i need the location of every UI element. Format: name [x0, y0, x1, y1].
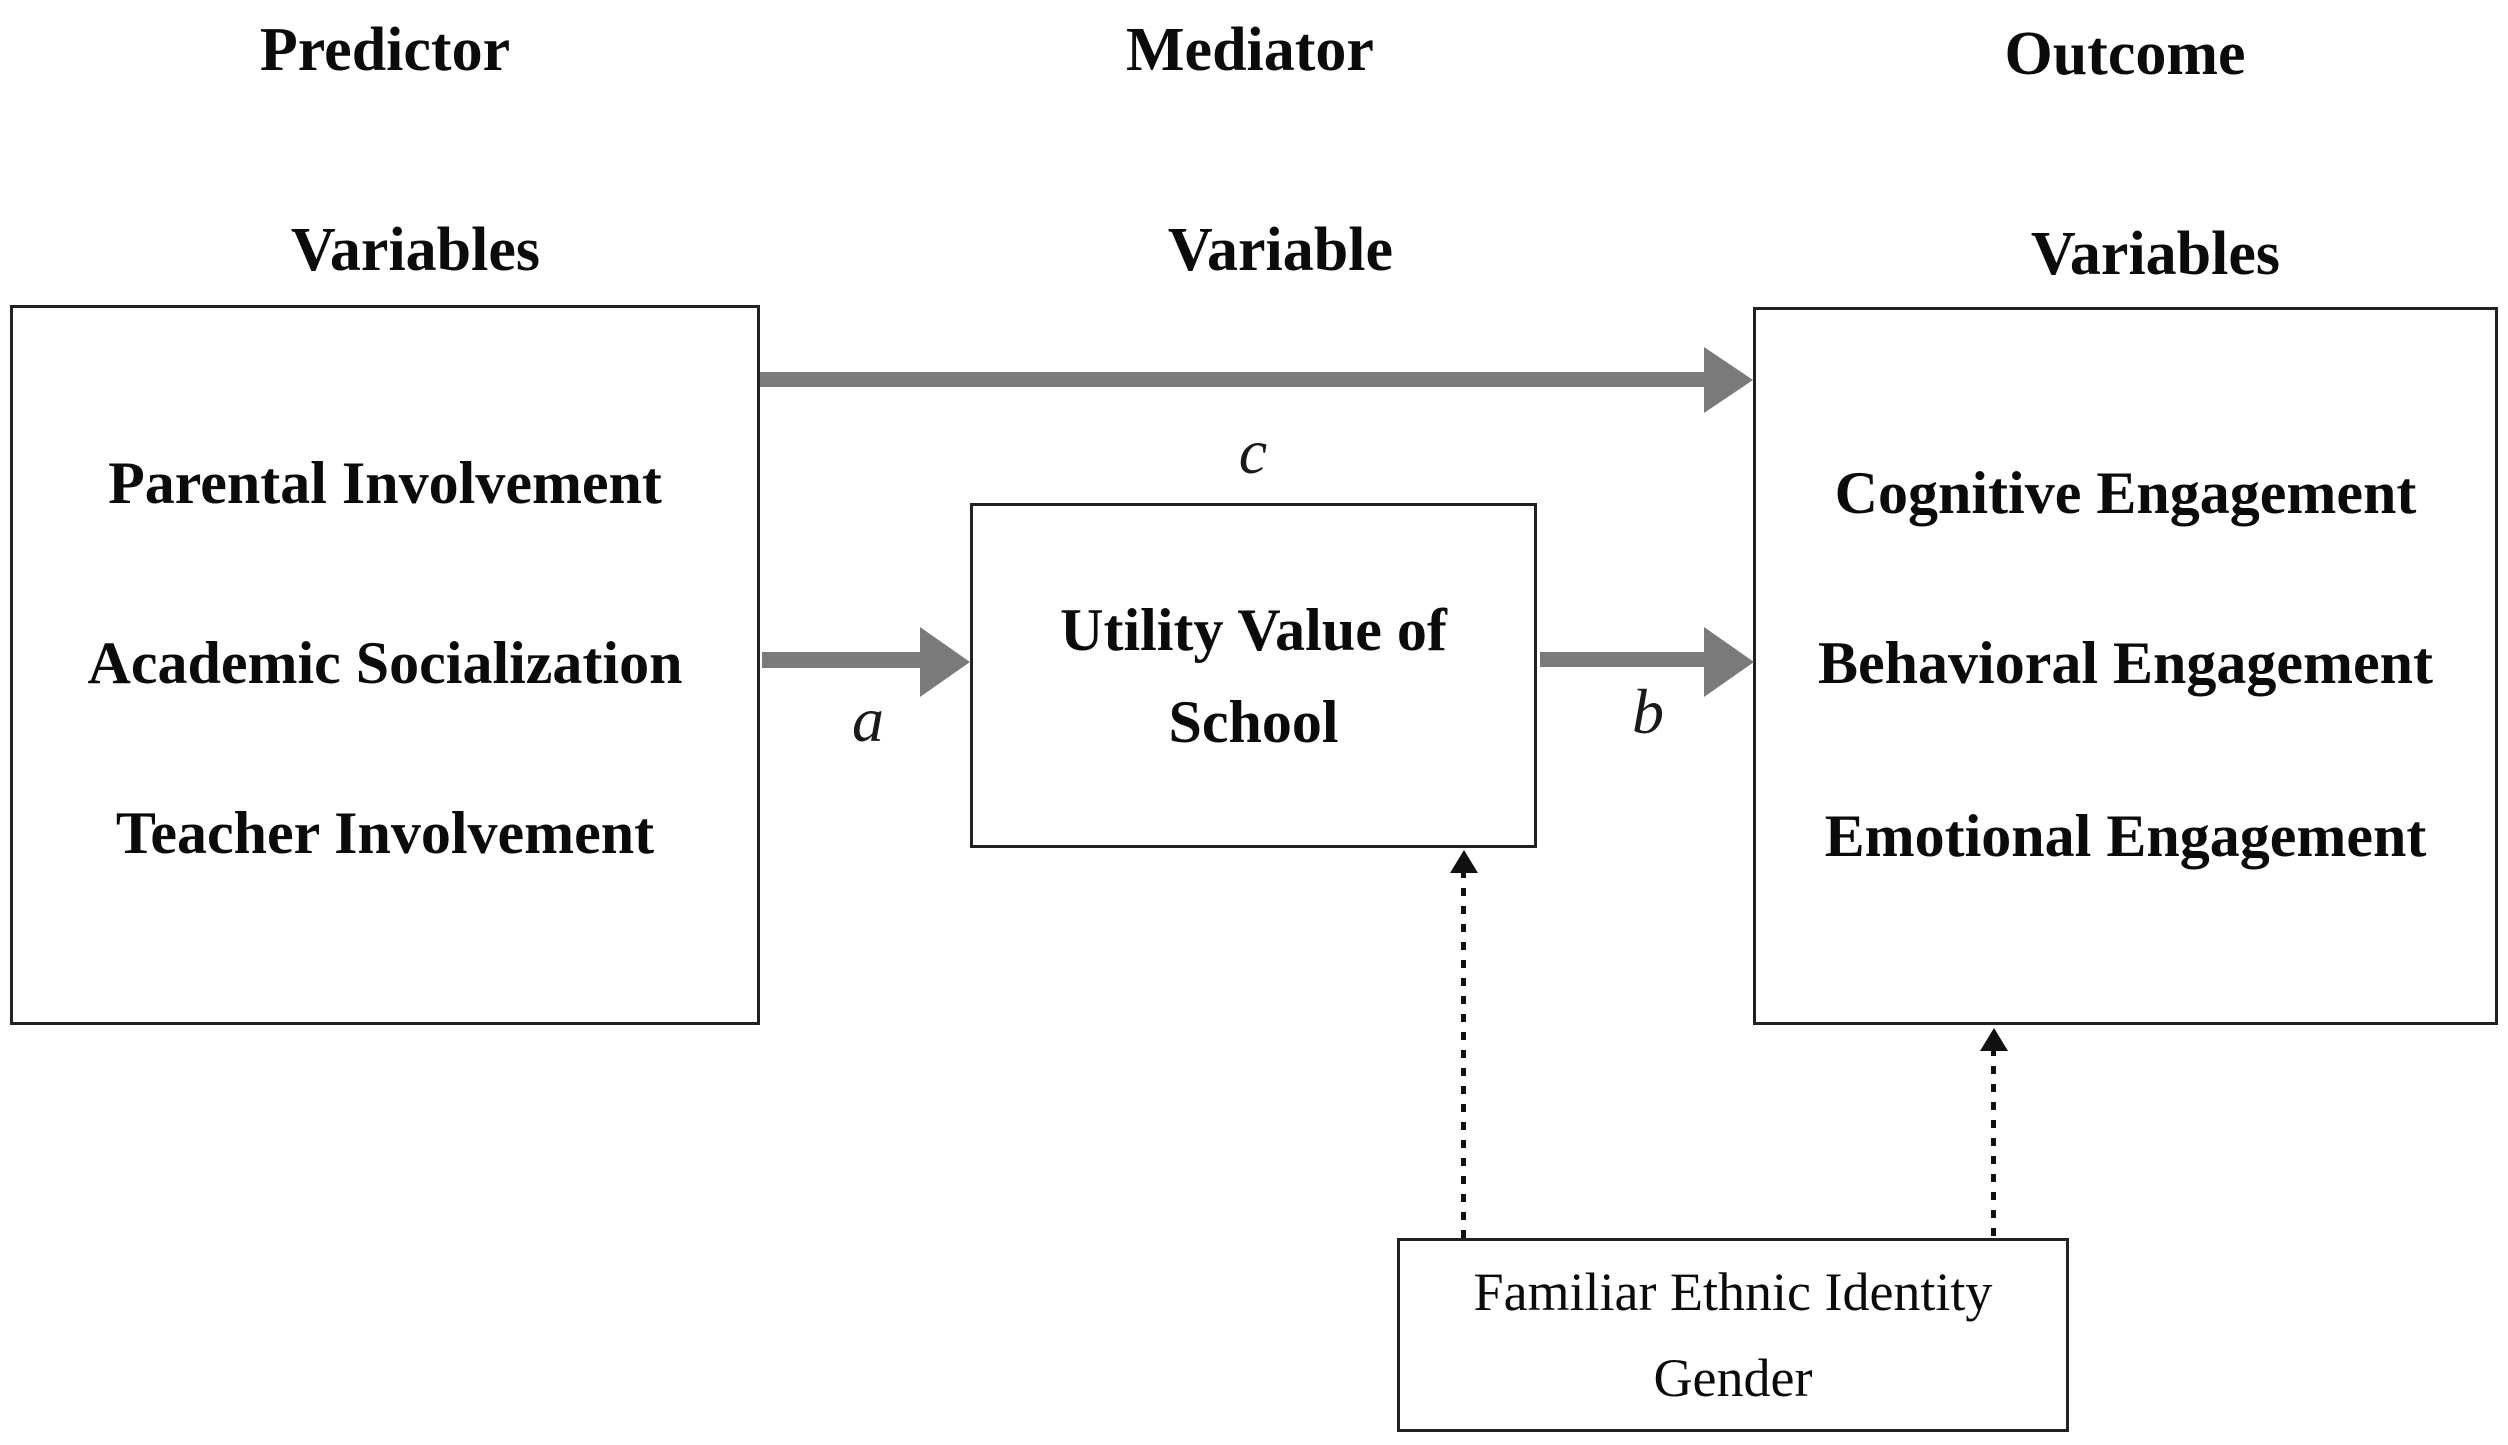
path-a-label: a [852, 684, 884, 755]
path-b-arrow-shaft [1540, 652, 1704, 667]
mediator-box-label: Utility Value of School [973, 506, 1534, 845]
predictor-column-header: Predictor Variables [85, 0, 685, 300]
moderator-to-outcome-arrowhead-icon [1980, 1028, 2008, 1051]
path-c-arrowhead-icon [1704, 347, 1753, 413]
predictor-item-parental-involvement: Parental Involvement [108, 450, 662, 516]
path-c-label: c [1238, 416, 1268, 487]
mediator-column-header: Mediator Variable [950, 0, 1550, 300]
outcome-item-cognitive-engagement: Cognitive Engagement [1834, 460, 2417, 526]
moderator-box-label: Familiar Ethnic Identity Gender [1400, 1241, 2066, 1429]
path-a-arrow-shaft [762, 652, 922, 668]
header-line: Outcome [2004, 20, 2246, 88]
header-line: Variable [1167, 216, 1393, 284]
path-b-arrowhead-icon [1704, 627, 1754, 697]
header-line: Variables [290, 216, 541, 284]
moderator-label-line: Gender [1653, 1348, 1813, 1408]
predictor-variables-box: Parental Involvement Academic Socializat… [10, 305, 760, 1025]
path-a-arrowhead-icon [920, 627, 970, 697]
outcome-item-emotional-engagement: Emotional Engagement [1824, 803, 2427, 869]
predictor-item-academic-socialization: Academic Socialization [87, 630, 683, 696]
outcome-column-header: Outcome Variables [1825, 4, 2425, 304]
mediator-label-line: School [1168, 688, 1339, 755]
header-line: Predictor [259, 16, 511, 84]
predictor-item-teacher-involvement: Teacher Involvement [115, 800, 655, 866]
header-line: Variables [2030, 220, 2281, 288]
outcome-variables-box: Cognitive Engagement Behavioral Engageme… [1753, 307, 2498, 1025]
outcome-item-behavioral-engagement: Behavioral Engagement [1818, 630, 2433, 696]
path-b-label: b [1632, 676, 1664, 747]
mediator-variable-box: Utility Value of School [970, 503, 1537, 848]
header-line: Mediator [1126, 16, 1374, 84]
path-c-arrow-shaft [760, 372, 1704, 387]
moderator-to-mediator-arrowhead-icon [1450, 850, 1478, 873]
moderator-to-outcome-dotted-line [1991, 1048, 1996, 1238]
moderator-variables-box: Familiar Ethnic Identity Gender [1397, 1238, 2069, 1432]
moderator-label-line: Familiar Ethnic Identity [1473, 1262, 1993, 1322]
moderator-to-mediator-dotted-line [1461, 870, 1466, 1238]
mediator-label-line: Utility Value of [1060, 596, 1447, 663]
